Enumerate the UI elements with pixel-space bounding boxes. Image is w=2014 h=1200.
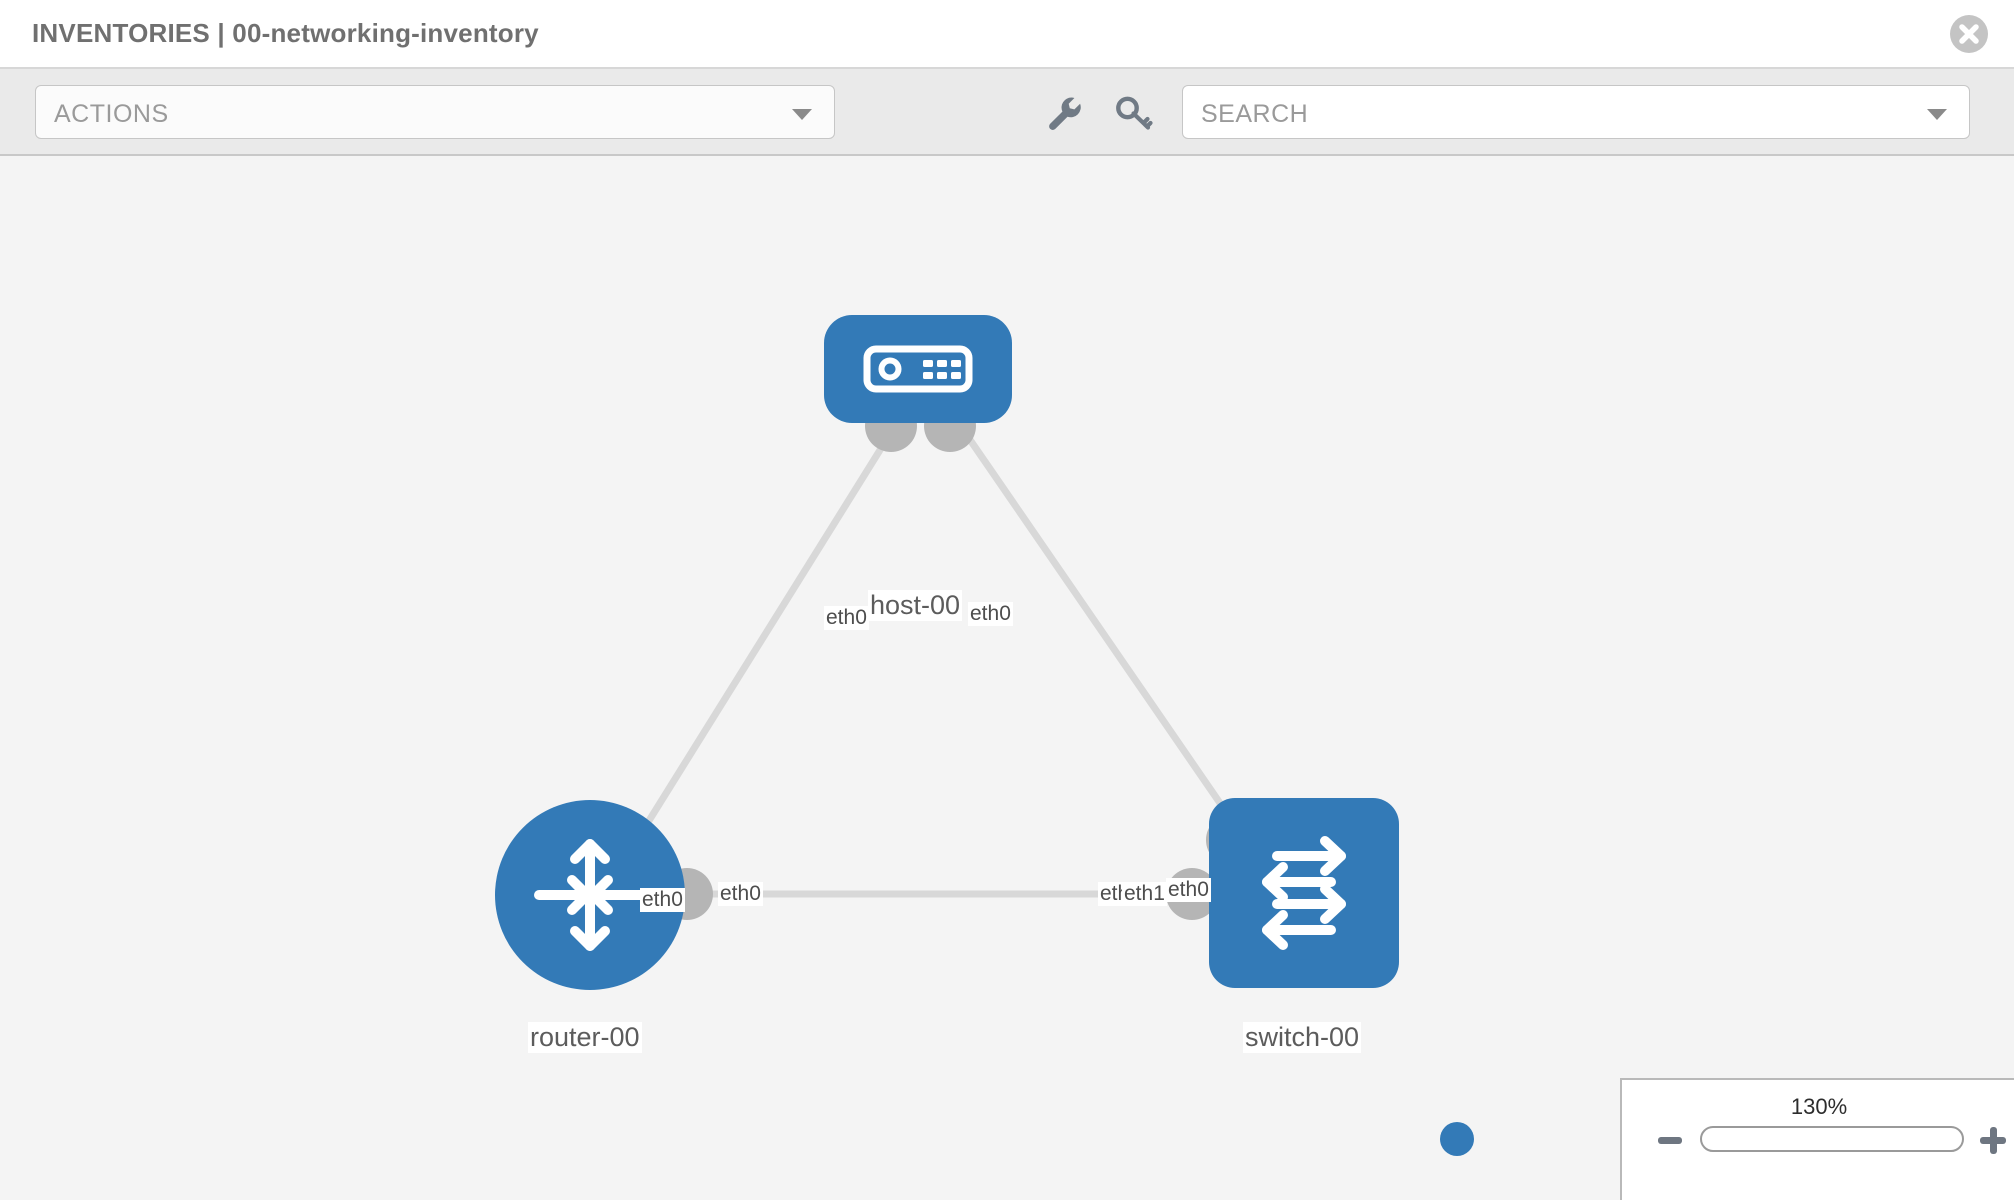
link-label-router-switch-far: eth1 <box>1122 882 1167 906</box>
node-label-host-00: host-00 <box>868 590 963 621</box>
link-label-host-router-far: eth0 <box>640 888 685 912</box>
plus-icon-vertical[interactable] <box>1990 1127 1997 1154</box>
toolbar: ACTIONS SEARCH <box>0 69 2014 156</box>
search-placeholder: SEARCH <box>1201 100 1309 128</box>
link-label-host-switch-far: eth0 <box>1166 878 1211 902</box>
server-icon <box>863 345 973 393</box>
topology-canvas[interactable]: host-00 router-00 <box>0 156 2014 1200</box>
node-switch-00[interactable] <box>1209 798 1399 988</box>
actions-dropdown[interactable]: ACTIONS <box>35 85 835 139</box>
router-arrows-icon <box>534 839 646 951</box>
link-label-host-router-near: eth0 <box>824 606 869 630</box>
close-icon[interactable] <box>1950 15 1988 53</box>
wrench-icon[interactable] <box>1042 91 1086 135</box>
page-header: INVENTORIES | 00-networking-inventory <box>0 0 2014 69</box>
chevron-down-icon <box>792 109 812 120</box>
node-host-00[interactable] <box>824 315 1012 423</box>
search-input[interactable]: SEARCH <box>1182 85 1970 139</box>
link-host-router <box>614 416 903 874</box>
zoom-level-value: 130% <box>1790 1094 1848 1119</box>
zoom-slider-thumb[interactable] <box>1440 1122 1474 1156</box>
chevron-down-icon <box>1927 109 1947 120</box>
zoom-slider-track[interactable] <box>1700 1126 1964 1152</box>
topology-links <box>614 400 1269 920</box>
switch-arrows-icon <box>1262 836 1346 950</box>
page-title: INVENTORIES | 00-networking-inventory <box>32 18 539 48</box>
link-label-router-switch-near: eth0 <box>718 882 763 906</box>
link-host-switch <box>952 416 1269 872</box>
minus-icon[interactable] <box>1658 1137 1682 1144</box>
key-icon[interactable] <box>1112 91 1156 135</box>
zoom-control-panel: 130% <box>1620 1078 2014 1200</box>
actions-dropdown-label: ACTIONS <box>54 100 169 128</box>
node-label-switch-00: switch-00 <box>1243 1022 1362 1053</box>
link-label-host-switch-near: eth0 <box>968 602 1013 626</box>
node-label-router-00: router-00 <box>528 1022 642 1053</box>
